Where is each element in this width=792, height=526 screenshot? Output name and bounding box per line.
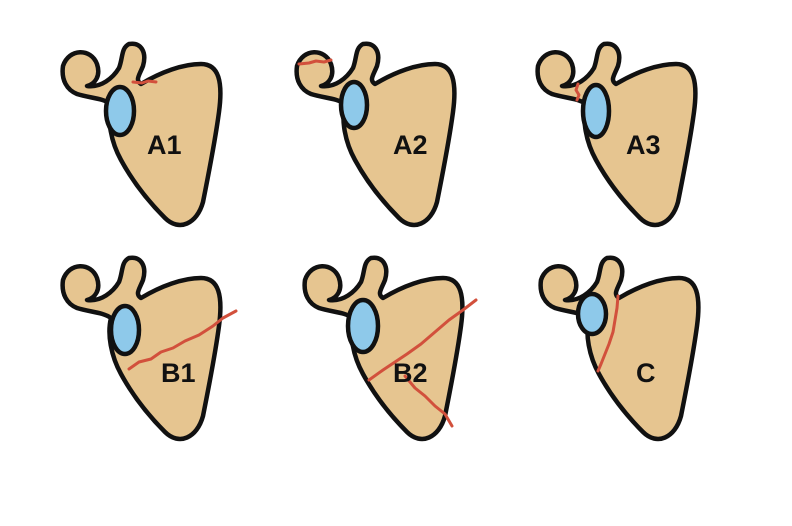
scapula-outline: [538, 255, 701, 442]
glenoid-fossa: [575, 291, 609, 337]
scapula-outline: [60, 255, 223, 442]
fracture-line: [297, 58, 333, 66]
fracture-line: [127, 309, 238, 371]
scapula-outline: [294, 41, 457, 228]
glenoid-fossa: [103, 84, 137, 138]
scapula-outline: [60, 41, 223, 228]
glenoid-fossa: [345, 297, 381, 355]
glenoid-fossa: [108, 303, 142, 357]
fracture-line: [367, 298, 478, 382]
panel-b1: B1: [60, 255, 238, 442]
panel-label-a3: A3: [626, 130, 661, 160]
panel-a2: A2: [294, 41, 457, 228]
panel-label-b1: B1: [161, 358, 196, 388]
panel-label-b2: B2: [393, 358, 428, 388]
fracture-line: [403, 374, 454, 428]
panel-a1: A1: [60, 41, 223, 228]
panel-label-a1: A1: [147, 130, 182, 160]
fracture-line: [574, 82, 581, 102]
fracture-line: [596, 294, 620, 373]
panel-label-c: C: [636, 358, 656, 388]
panel-b2: B2: [302, 255, 478, 442]
scapula-outline: [302, 255, 465, 442]
glenoid-fossa: [338, 79, 370, 131]
fracture-line: [131, 79, 158, 85]
panel-c: C: [538, 255, 701, 442]
glenoid-fossa: [580, 82, 612, 140]
panel-a3: A3: [535, 41, 698, 228]
panel-label-a2: A2: [393, 130, 428, 160]
scapula-outline: [535, 41, 698, 228]
